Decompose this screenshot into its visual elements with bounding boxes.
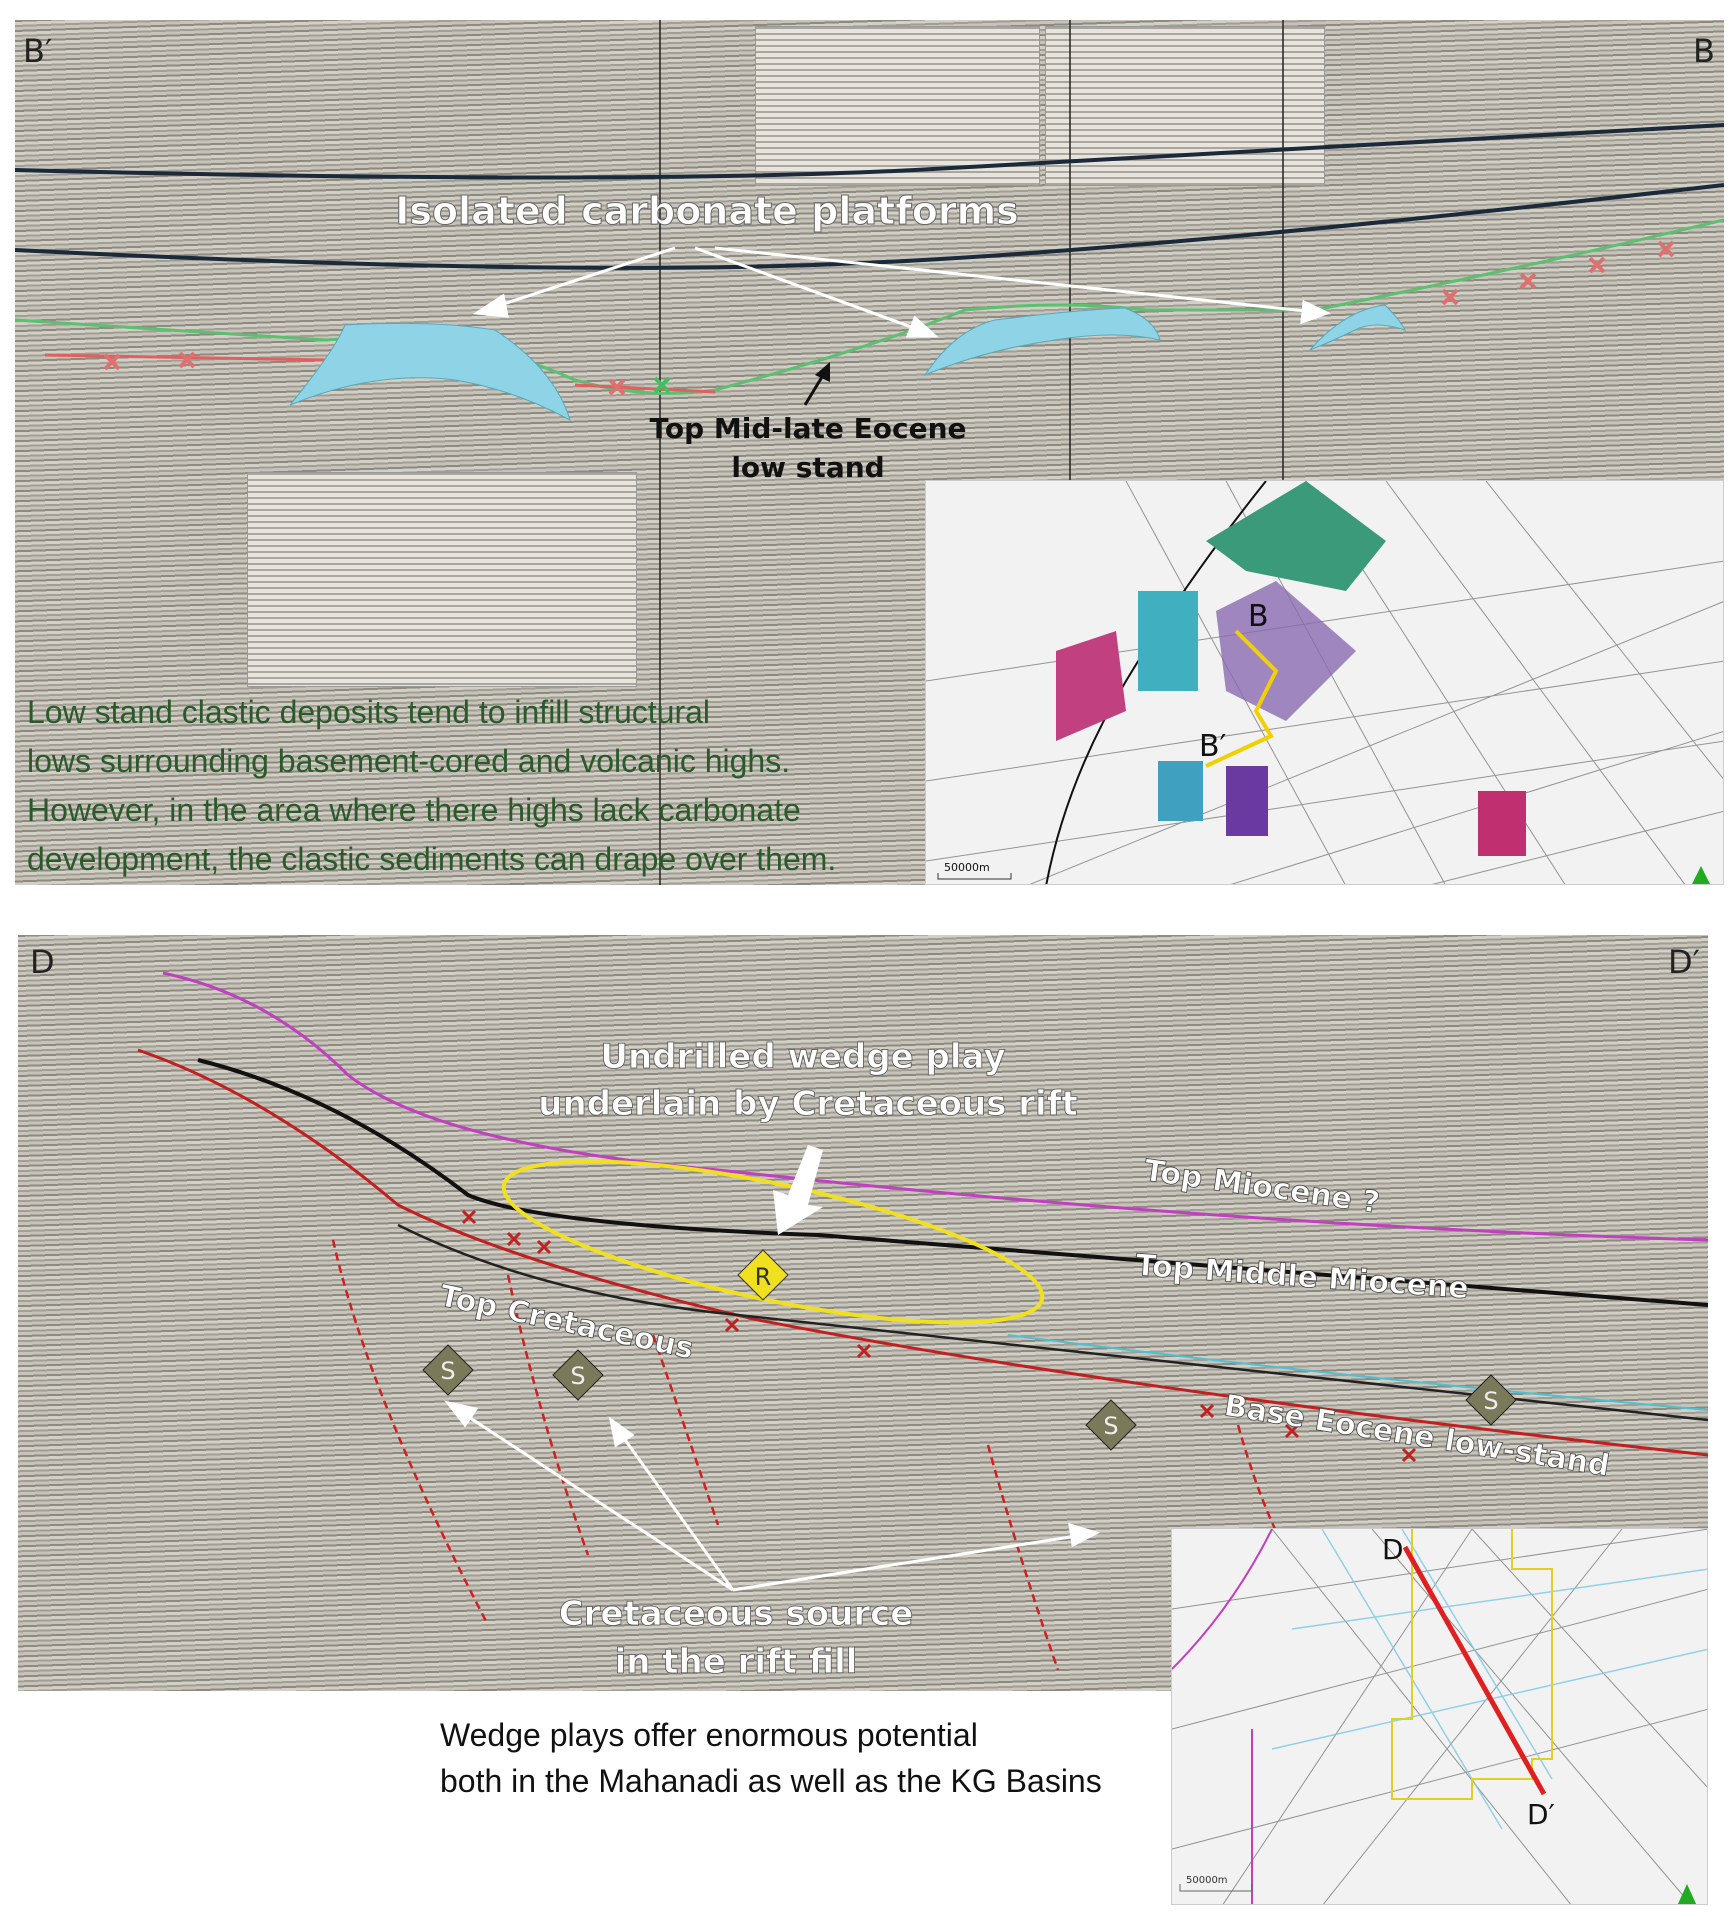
map-label-d: D bbox=[1382, 1533, 1404, 1566]
x-markers bbox=[461, 1209, 1417, 1463]
section-b-overlay: Isolated carbonate platforms Top Mid-lat… bbox=[15, 20, 1724, 885]
seismic-inset-top-1 bbox=[755, 26, 1040, 186]
wedge-ellipse bbox=[501, 1159, 1045, 1325]
description-line: Low stand clastic deposits tend to infil… bbox=[27, 694, 710, 730]
horizon-eocene bbox=[15, 218, 1724, 395]
label-top-cretaceous: Top Cretaceous bbox=[436, 1279, 696, 1367]
annotation-eocene-1: Top Mid-late Eocene bbox=[649, 412, 966, 445]
horizon-dark-2 bbox=[15, 183, 1724, 270]
label-d: D bbox=[30, 943, 55, 981]
section-d-overlay: R S S S S Undrilled wedge play underlain… bbox=[30, 943, 1708, 1682]
reservoir-marker-label: R bbox=[755, 1263, 772, 1291]
source-arrows bbox=[444, 1400, 1100, 1592]
source-marker-label: S bbox=[570, 1362, 585, 1390]
scale-bar-label: 50000m bbox=[944, 861, 990, 874]
seismic-section-b: Isolated carbonate platforms Top Mid-lat… bbox=[15, 20, 1724, 885]
caption: Wedge plays offer enormous potential bot… bbox=[440, 1712, 1165, 1804]
north-arrow-icon bbox=[1692, 866, 1710, 884]
carbonate-platform-1 bbox=[289, 322, 571, 422]
description-text: Low stand clastic deposits tend to infil… bbox=[27, 688, 922, 884]
caption-line: both in the Mahanadi as well as the KG B… bbox=[440, 1763, 1102, 1799]
seismic-inset-carbonate bbox=[247, 472, 637, 687]
description-line: development, the clastic sediments can d… bbox=[27, 841, 837, 877]
source-marker-label: S bbox=[440, 1357, 455, 1385]
carbonate-platform-3 bbox=[1309, 304, 1406, 351]
location-map-b: B B′ 50000m bbox=[925, 480, 1724, 885]
seismic-inset-top-2 bbox=[1045, 26, 1325, 186]
faults bbox=[331, 1239, 1280, 1671]
reservoir-marker-r: R bbox=[737, 1249, 789, 1301]
location-map-d: D D′ 50000m bbox=[1171, 1528, 1708, 1905]
section-line-d bbox=[1402, 1545, 1547, 1796]
label-b-prime: B′ bbox=[23, 32, 52, 70]
scale-bar-label: 50000m bbox=[1186, 1875, 1228, 1886]
x-markers bbox=[103, 240, 1675, 396]
label-d-prime: D′ bbox=[1668, 943, 1700, 981]
scale-bar bbox=[1179, 1884, 1253, 1892]
annotation-wedge-2: underlain by Cretaceous rift bbox=[538, 1084, 1078, 1124]
map-label-b: B bbox=[1248, 599, 1269, 634]
horizon-dark-1 bbox=[15, 123, 1724, 180]
caption-line: Wedge plays offer enormous potential bbox=[440, 1717, 978, 1753]
label-b: B bbox=[1693, 32, 1715, 70]
horizon-top-cretaceous bbox=[137, 1048, 1708, 1457]
section-line-b bbox=[1205, 629, 1279, 768]
source-markers bbox=[422, 1344, 1517, 1451]
north-arrow-icon bbox=[1677, 1884, 1697, 1904]
eocene-arrow bbox=[803, 362, 830, 406]
scale-bar bbox=[937, 873, 1012, 880]
wedge-arrow bbox=[773, 1145, 823, 1235]
carbonate-platform-2 bbox=[923, 307, 1161, 377]
horizon-top-middle-miocene bbox=[197, 1058, 1708, 1307]
description-line: However, in the area where there highs l… bbox=[27, 792, 801, 828]
annotation-source-2: in the rift fill bbox=[615, 1642, 858, 1682]
platform-arrows bbox=[472, 246, 1331, 338]
annotation-source-1: Cretaceous source bbox=[559, 1594, 914, 1634]
annotation-platforms: Isolated carbonate platforms bbox=[395, 189, 1019, 233]
map-label-d-prime: D′ bbox=[1527, 1798, 1555, 1831]
source-marker-label: S bbox=[1483, 1387, 1498, 1415]
annotation-eocene-2: low stand bbox=[731, 451, 884, 484]
annotation-wedge-1: Undrilled wedge play bbox=[600, 1037, 1005, 1077]
map-label-b-prime: B′ bbox=[1199, 729, 1227, 764]
description-line: lows surrounding basement-cored and volc… bbox=[27, 743, 791, 779]
survey-block bbox=[1206, 481, 1386, 591]
source-marker-label: S bbox=[1103, 1412, 1118, 1440]
label-top-middle-miocene: Top Middle Miocene bbox=[1134, 1248, 1469, 1306]
